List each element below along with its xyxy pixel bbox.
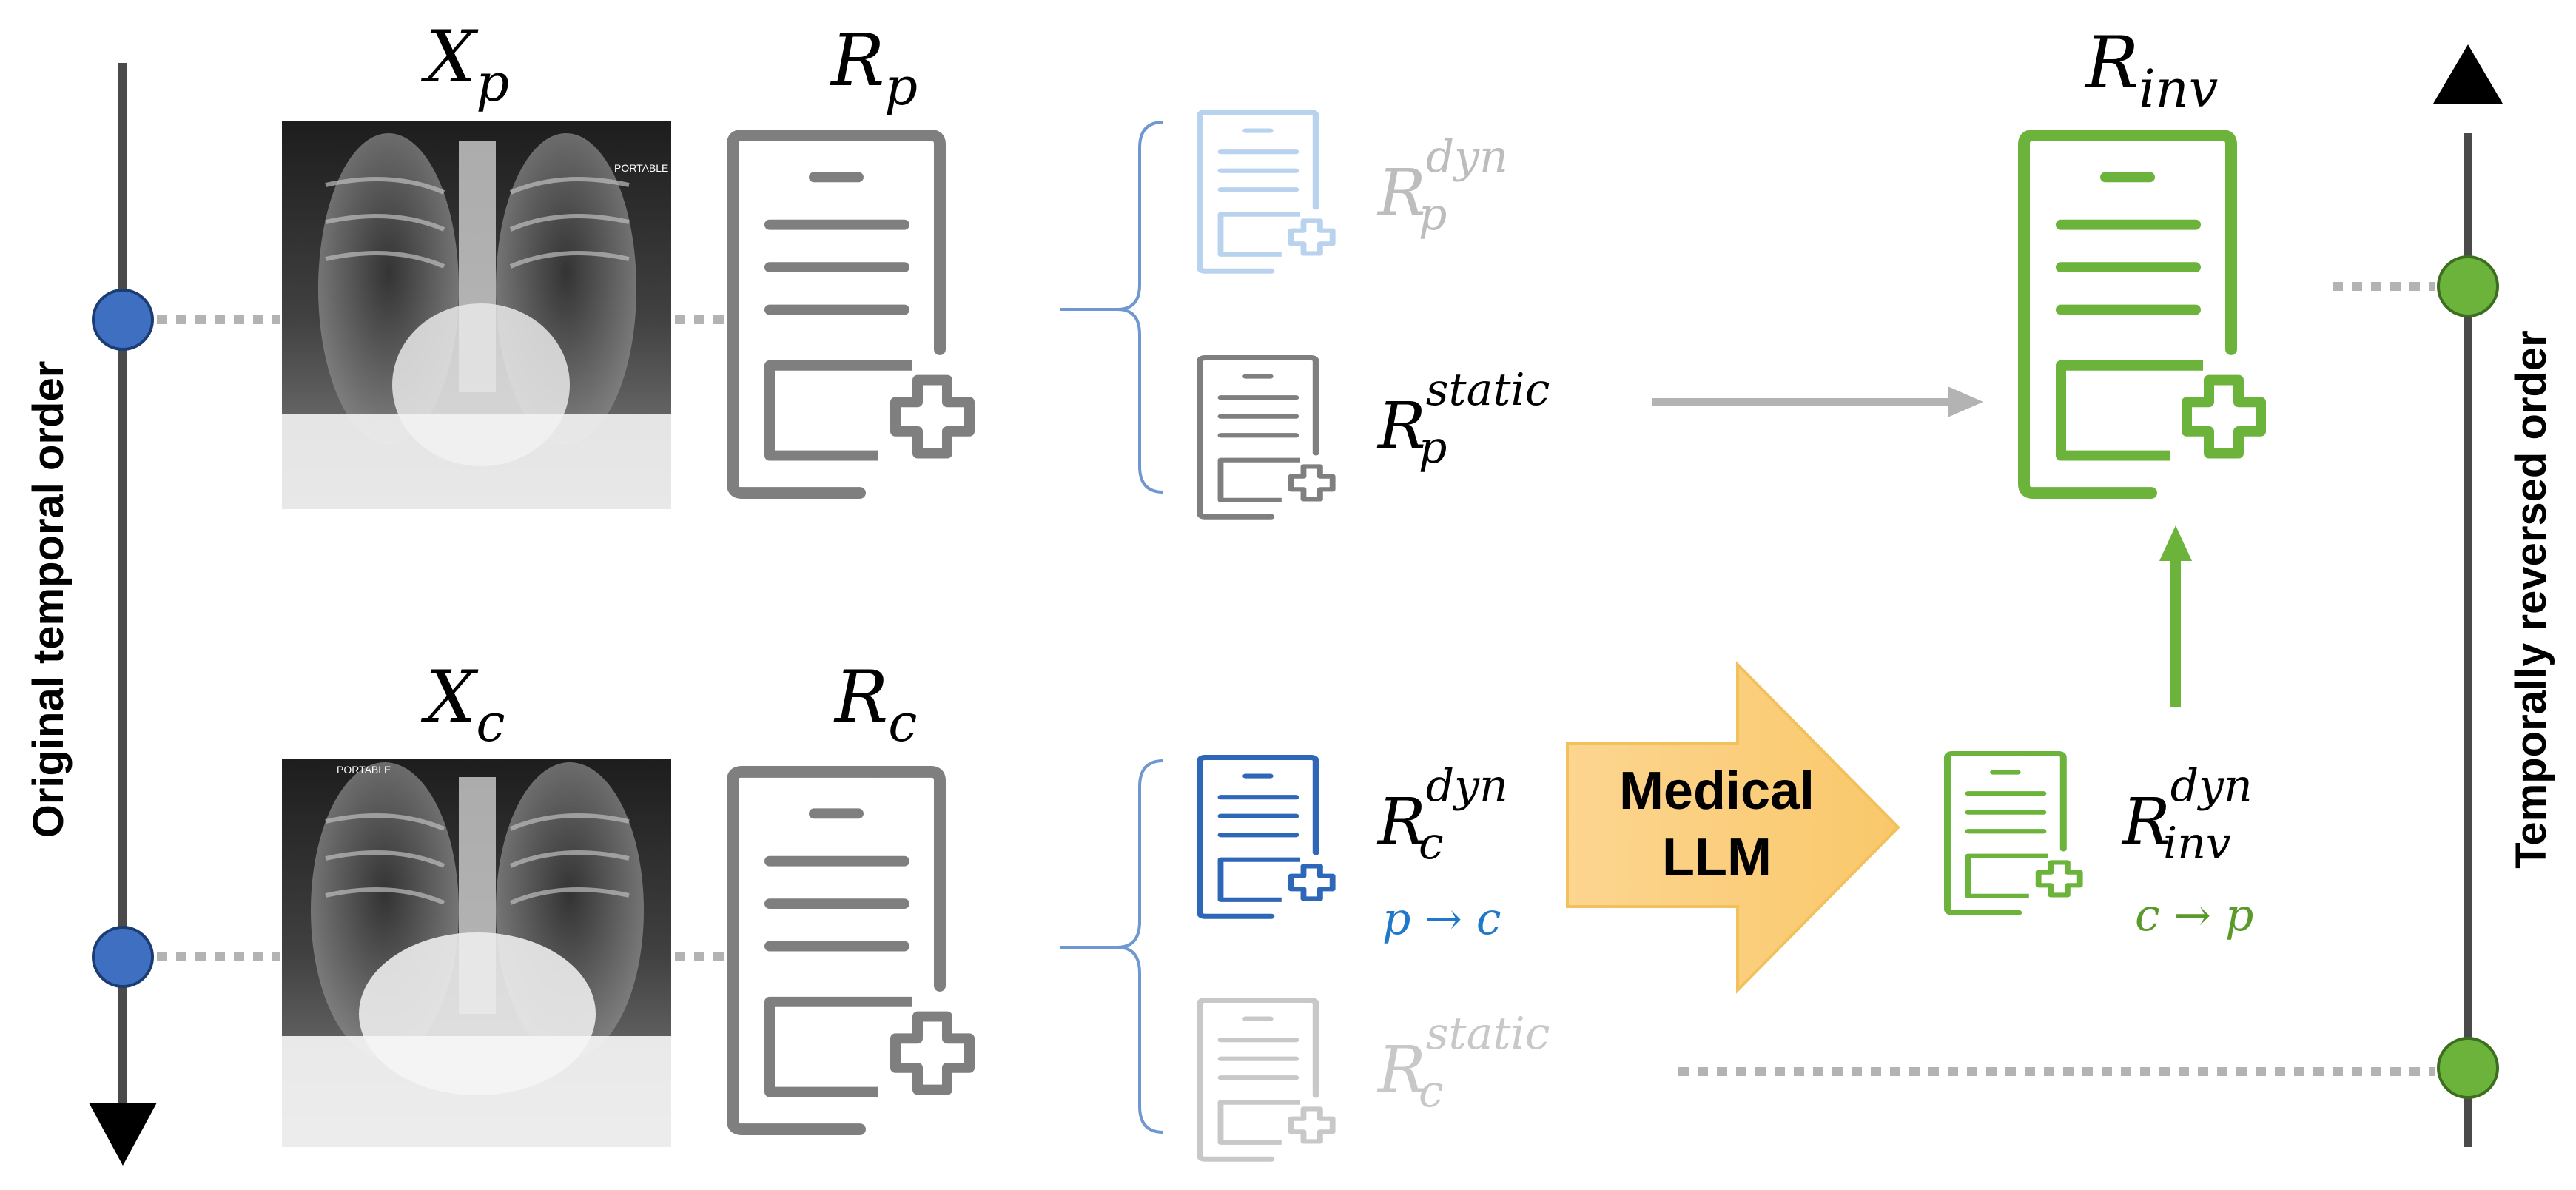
- timepoint-inv-bottom: [2437, 1037, 2499, 1099]
- llm-label-line1: Medical: [1619, 762, 1815, 821]
- report-inverse-icon: [2024, 135, 2261, 493]
- arrow-static-to-inverse: [1652, 386, 1983, 417]
- llm-label-line2: LLM: [1662, 828, 1772, 887]
- xray-current: PORTABLE: [282, 759, 671, 1147]
- arrow-dyn-to-inverse: [2159, 525, 2192, 707]
- brace-current: [1060, 759, 1164, 1134]
- timepoint-current: [92, 926, 154, 988]
- medical-llm-block: Medical LLM: [1566, 661, 1900, 994]
- label-xp: Xp: [420, 16, 509, 113]
- report-current-dyn-icon: [1200, 758, 1332, 917]
- report-current-static-icon: [1200, 1001, 1332, 1160]
- report-inverse-dyn-icon: [1947, 754, 2079, 913]
- right-time-axis: Temporally reversed order: [2433, 44, 2555, 1147]
- timepoint-inv-top: [2437, 255, 2499, 317]
- right-axis-label: Temporally reversed order: [2507, 330, 2555, 868]
- label-rinv: Rinv: [2084, 21, 2218, 119]
- report-previous-dyn-icon: [1200, 112, 1332, 272]
- label-p-to-c: p → c: [1382, 893, 1501, 945]
- left-axis-label: Original temporal order: [24, 361, 73, 838]
- brace-previous: [1060, 121, 1164, 494]
- label-xc: Xc: [420, 656, 505, 753]
- timepoint-previous: [92, 289, 154, 351]
- label-rc: Rc: [833, 656, 918, 753]
- report-current-icon: [733, 772, 969, 1129]
- dotted-connectors: [157, 282, 2435, 1076]
- report-previous-icon: [733, 135, 969, 493]
- xray-current-tag: PORTABLE: [337, 764, 391, 776]
- label-rp: Rp: [830, 19, 918, 117]
- xray-previous-tag: PORTABLE: [614, 162, 668, 174]
- left-time-axis: Original temporal order: [24, 63, 157, 1166]
- label-c-to-p: c → p: [2135, 890, 2253, 941]
- xray-previous: PORTABLE: [282, 121, 671, 509]
- report-previous-static-icon: [1200, 358, 1332, 517]
